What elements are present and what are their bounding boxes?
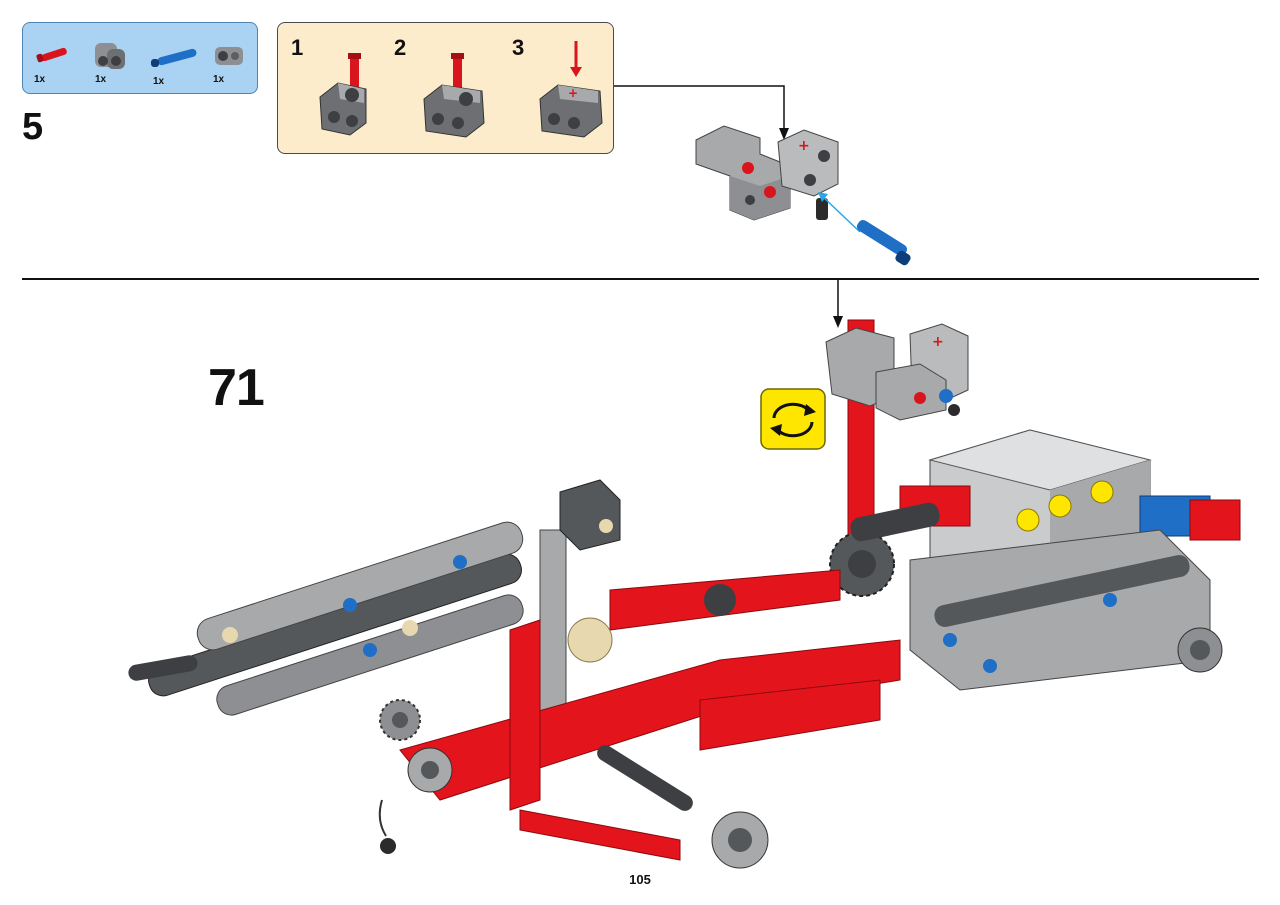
svg-text:+: + (798, 138, 810, 154)
sub-step-3-illustration: + (539, 41, 603, 138)
parts-list-art (36, 43, 243, 69)
sub-step-3-number: 3 (512, 35, 525, 60)
page-number: 105 (629, 872, 651, 887)
gray-connector-icon (215, 47, 243, 65)
callout-arrow-head (779, 128, 789, 140)
sub-step-number: 5 (22, 106, 44, 148)
blue-axle-pin-icon (151, 48, 197, 67)
callout-connector-line (614, 85, 785, 134)
qty-gray-connector: 1x (213, 74, 225, 85)
red-axle-pin-icon (36, 47, 67, 63)
callout-assembly-art: + (614, 85, 911, 266)
rotate-model-icon (760, 388, 826, 450)
sub-assembly-box: 1 2 3 + (277, 22, 614, 154)
sub-step-1-illustration (319, 53, 367, 136)
qty-red-axle-pin: 1x (34, 74, 46, 85)
sub-step-2-illustration (423, 53, 485, 138)
svg-text:+: + (932, 334, 944, 350)
svg-text:+: + (568, 86, 578, 100)
step-number: 71 (208, 359, 265, 417)
gray-cross-block-icon (95, 43, 125, 69)
parts-list-box: 1x 1x 1x 1x (22, 22, 258, 94)
sub-step-1-number: 1 (291, 35, 304, 60)
section-divider (22, 278, 1259, 280)
sub-assembly-art: + (319, 41, 603, 138)
qty-gray-cross-block: 1x (95, 74, 107, 85)
qty-blue-axle-pin: 1x (153, 76, 165, 87)
sub-step-2-number: 2 (394, 35, 407, 60)
main-model-illustration: + (128, 280, 1241, 869)
